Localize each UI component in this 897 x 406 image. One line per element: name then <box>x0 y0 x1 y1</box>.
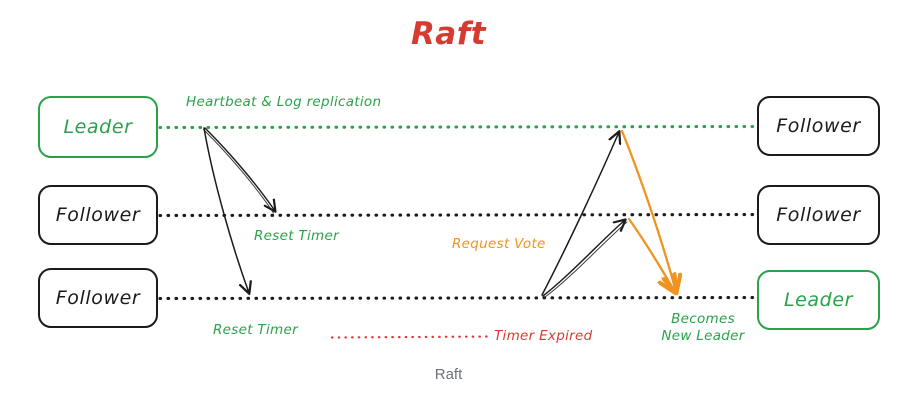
node-left-leader-label: Leader <box>63 116 133 138</box>
label-reset-timer-2: Reset Timer <box>213 322 298 338</box>
heartbeat-arrow-to-follower-2 <box>203 127 249 293</box>
node-right-follower-2[interactable]: Follower <box>757 185 880 245</box>
node-left-follower-2[interactable]: Follower <box>38 268 158 328</box>
follower-lifeline-2 <box>158 295 764 301</box>
label-becomes-new-leader-line1: Becomes <box>671 311 735 327</box>
label-heartbeat: Heartbeat & Log replication <box>186 94 382 110</box>
node-left-leader[interactable]: Leader <box>38 96 158 158</box>
label-becomes-new-leader: Becomes New Leader <box>650 311 756 344</box>
follower-lifeline-1 <box>158 212 764 218</box>
node-left-follower-1[interactable]: Follower <box>38 185 158 245</box>
node-left-follower-2-label: Follower <box>55 287 141 309</box>
vote-granted-arrow-from-follower-lifeline <box>627 217 675 292</box>
request-vote-arrow-to-follower-lifeline <box>542 220 628 298</box>
label-timer-expired: Timer Expired <box>494 328 593 344</box>
page-title: Raft <box>410 16 487 52</box>
node-right-follower-2-label: Follower <box>776 204 861 226</box>
figure-caption: Raft <box>434 366 463 383</box>
timer-expired-connector <box>330 335 494 339</box>
vote-granted-arrow-from-leader-lifeline <box>620 129 676 292</box>
heartbeat-arrow-to-follower-1 <box>203 127 276 214</box>
node-right-leader[interactable]: Leader <box>757 270 880 330</box>
label-becomes-new-leader-line2: New Leader <box>661 328 745 344</box>
node-right-follower-1[interactable]: Follower <box>757 96 880 156</box>
node-right-follower-1-label: Follower <box>776 115 861 137</box>
leader-lifeline <box>158 124 764 130</box>
node-right-leader-label: Leader <box>783 289 854 311</box>
label-request-vote: Request Vote <box>452 236 546 252</box>
label-reset-timer-1: Reset Timer <box>254 228 339 244</box>
request-vote-arrow-to-leader-lifeline <box>541 132 619 296</box>
node-left-follower-1-label: Follower <box>55 204 141 226</box>
